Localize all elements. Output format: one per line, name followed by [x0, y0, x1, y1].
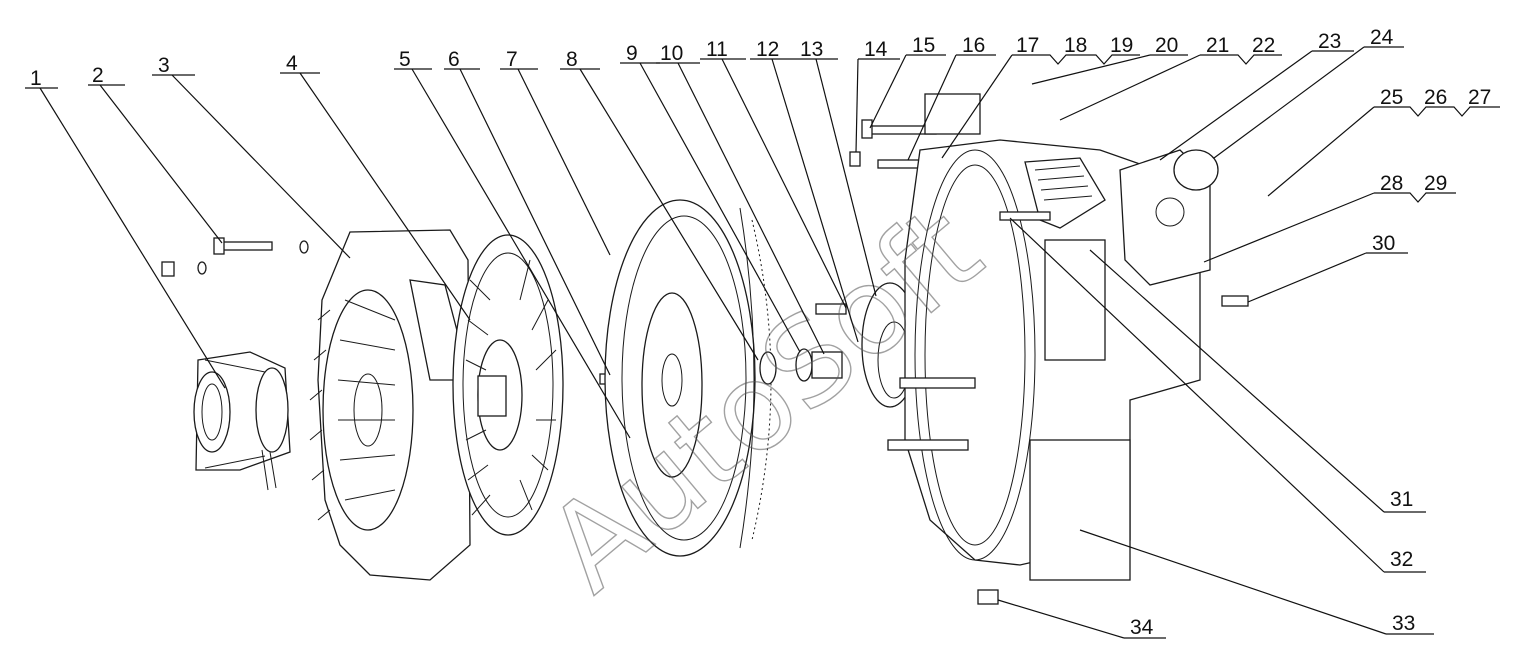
callout-34: 34: [997, 599, 1166, 639]
svg-text:29: 29: [1424, 172, 1447, 195]
callout-2: 2: [88, 64, 223, 244]
svg-text:26: 26: [1424, 86, 1447, 109]
callout-14: 14: [855, 38, 900, 153]
pressure-plate: [309, 229, 471, 581]
pilot-bearing-set: [759, 282, 919, 408]
svg-text:24: 24: [1370, 26, 1394, 49]
svg-text:33: 33: [1392, 612, 1415, 635]
callout-13: 13: [796, 38, 877, 297]
callout-30: 30: [1247, 232, 1408, 303]
callout-25-26-27: 25 26 27: [1267, 86, 1500, 197]
flywheel-housing: [887, 93, 1249, 605]
callout-21-22: 21 22: [1059, 34, 1282, 121]
svg-text:14: 14: [864, 38, 888, 61]
svg-text:23: 23: [1318, 30, 1341, 53]
callout-5: 5: [394, 48, 631, 439]
callout-32: 32: [1009, 217, 1426, 573]
flywheel: [604, 199, 772, 557]
svg-text:22: 22: [1252, 34, 1275, 57]
svg-text:28: 28: [1380, 172, 1403, 195]
svg-text:9: 9: [626, 42, 638, 65]
svg-text:13: 13: [800, 38, 823, 61]
callout-15: 15: [869, 34, 946, 129]
svg-text:2: 2: [92, 64, 104, 87]
callout-12: 12: [750, 38, 859, 343]
svg-text:25: 25: [1380, 86, 1403, 109]
callout-28-29: 28 29: [1203, 172, 1456, 263]
svg-text:7: 7: [506, 48, 518, 71]
callout-8: 8: [560, 48, 759, 361]
svg-text:19: 19: [1110, 34, 1133, 57]
callout-20: 20: [1031, 34, 1188, 85]
callout-4: 4: [280, 52, 471, 321]
callout-1: 1: [25, 67, 226, 389]
bolt-and-washers: [161, 237, 309, 277]
svg-text:6: 6: [448, 48, 460, 71]
release-bearing: [193, 351, 291, 491]
svg-text:17: 17: [1016, 34, 1039, 57]
svg-text:34: 34: [1130, 616, 1154, 639]
svg-text:10: 10: [660, 42, 683, 65]
svg-text:20: 20: [1155, 34, 1178, 57]
svg-text:31: 31: [1390, 488, 1413, 511]
callout-31: 31: [1089, 249, 1426, 513]
svg-text:16: 16: [962, 34, 985, 57]
callout-24: 24: [1213, 26, 1404, 159]
svg-text:12: 12: [756, 38, 779, 61]
callout-9: 9: [620, 42, 801, 353]
callout-11: 11: [700, 38, 847, 309]
svg-text:30: 30: [1372, 232, 1395, 255]
callout-10: 10: [656, 42, 825, 355]
clutch-disc: [452, 234, 564, 536]
callout-16: 16: [907, 34, 996, 161]
svg-text:21: 21: [1206, 34, 1229, 57]
svg-text:32: 32: [1390, 548, 1413, 571]
svg-text:27: 27: [1468, 86, 1491, 109]
callout-6: 6: [444, 48, 611, 376]
callout-33: 33: [1079, 529, 1434, 635]
svg-text:1: 1: [30, 67, 42, 90]
svg-text:3: 3: [158, 54, 170, 77]
callout-3: 3: [152, 54, 351, 259]
svg-text:18: 18: [1064, 34, 1087, 57]
svg-text:8: 8: [566, 48, 578, 71]
svg-text:4: 4: [286, 52, 298, 75]
callout-17-18-19: 17 18 19: [941, 34, 1140, 159]
svg-text:11: 11: [706, 38, 728, 61]
callout-7: 7: [500, 48, 611, 256]
callout-23: 23: [1159, 30, 1354, 161]
svg-text:15: 15: [912, 34, 935, 57]
svg-text:5: 5: [399, 48, 411, 71]
